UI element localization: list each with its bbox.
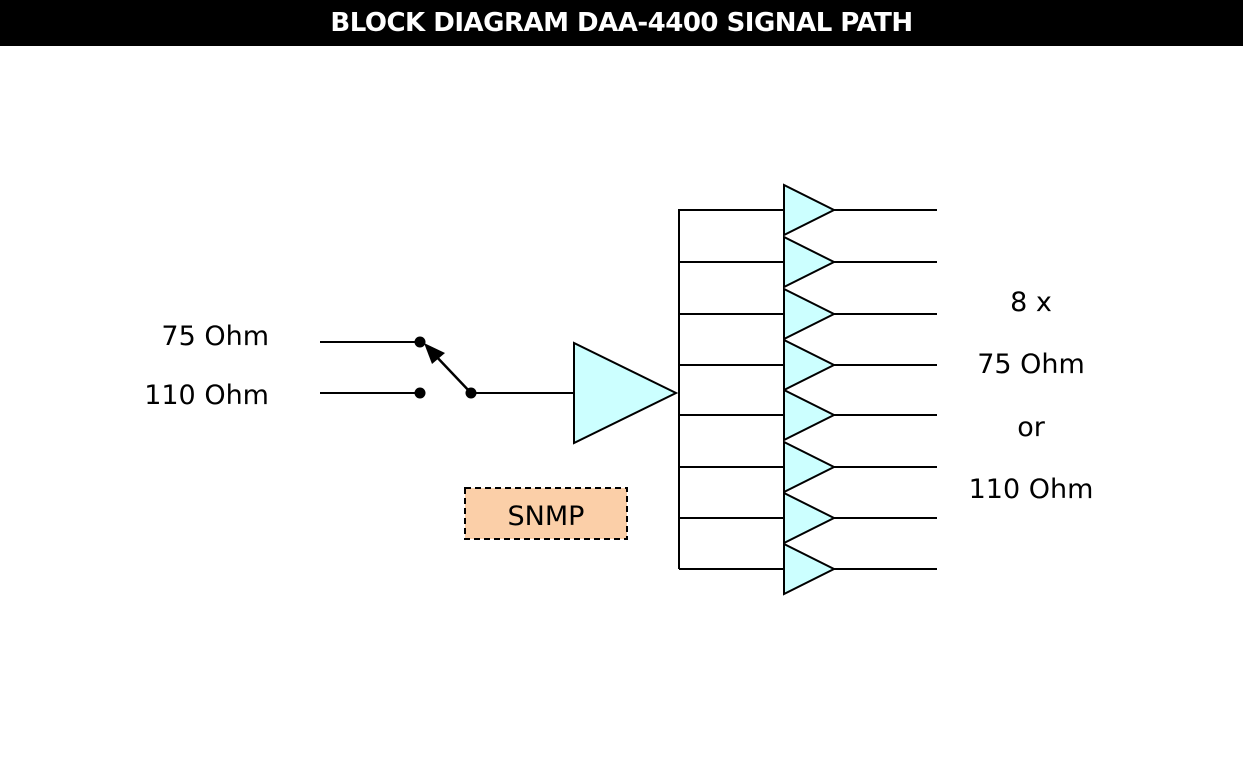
- input-amplifier: [573, 341, 679, 445]
- output-count-label: 8 x: [1010, 287, 1052, 318]
- switch-contact-75: [414, 336, 426, 348]
- output-branches: [679, 183, 937, 596]
- output-amplifier-7: [783, 491, 837, 545]
- diagram-title: BLOCK DIAGRAM DAA-4400 SIGNAL PATH: [0, 0, 1243, 46]
- input-110-ohm-label: 110 Ohm: [144, 380, 269, 411]
- output-amplifier-8: [783, 542, 837, 596]
- output-amplifier-5: [783, 388, 837, 442]
- output-amplifier-6: [783, 440, 837, 494]
- output-110-ohm-label: 110 Ohm: [969, 474, 1094, 505]
- output-amplifier-3: [783, 287, 837, 341]
- snmp-label: SNMP: [508, 501, 585, 532]
- input-selector-switch: [424, 343, 472, 394]
- snmp-control-box: SNMP: [464, 487, 628, 540]
- output-amplifier-4: [783, 338, 837, 392]
- output-amplifier-1: [783, 183, 837, 237]
- input-75-ohm-label: 75 Ohm: [161, 321, 269, 352]
- switch-contact-110: [414, 387, 426, 399]
- switch-arrow-icon: [424, 343, 445, 364]
- output-75-ohm-label: 75 Ohm: [977, 349, 1085, 380]
- output-amplifier-2: [783, 235, 837, 289]
- output-or-label: or: [1017, 412, 1046, 443]
